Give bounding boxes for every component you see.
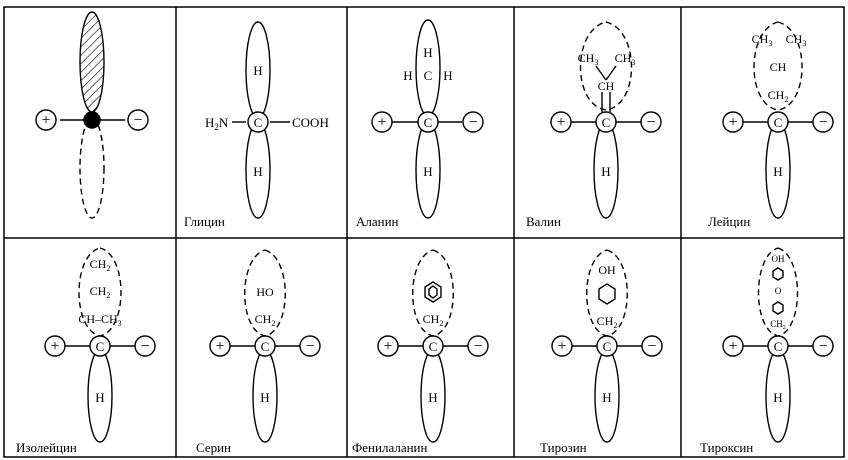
svg-text:+: + (728, 338, 737, 355)
svg-text:+: + (728, 114, 737, 131)
svg-text:H: H (773, 390, 782, 405)
label-leucine: Лейцин (708, 214, 751, 229)
svg-text:+: + (556, 114, 565, 131)
svg-text:H2N: H2N (205, 115, 229, 132)
legend-cell (35, 11, 149, 219)
svg-text:H: H (403, 68, 412, 83)
svg-text:C: C (424, 68, 433, 83)
svg-text:−: − (473, 338, 482, 355)
svg-text:+: + (50, 338, 59, 355)
svg-text:H: H (423, 45, 432, 60)
svg-text:H: H (260, 390, 269, 405)
svg-text:CH3: CH3 (578, 51, 599, 67)
svg-text:H: H (423, 164, 432, 179)
svg-text:H: H (443, 68, 452, 83)
isoleucine-text: CH2 CH2 CH–CH3 C H + − (50, 257, 149, 405)
svg-text:CH–CH3: CH–CH3 (78, 312, 121, 328)
svg-text:OH: OH (598, 263, 616, 277)
thyroxine-text: OH O CH2 C H + − (728, 254, 827, 405)
leucine-text: CH3 CH3 CH CH2 C H + − (728, 32, 827, 179)
leucine-structure (722, 21, 834, 219)
svg-text:CH3: CH3 (786, 32, 807, 48)
svg-text:CH: CH (598, 79, 615, 93)
alanine-text: H C H H C H + − (377, 45, 477, 179)
svg-text:CH2: CH2 (423, 312, 444, 328)
svg-text:HO: HO (256, 285, 274, 299)
glycine-text: H H C H2N COOH (205, 63, 329, 179)
svg-text:CH3: CH3 (752, 32, 773, 48)
svg-text:CH2: CH2 (90, 257, 111, 273)
svg-text:−: − (468, 114, 477, 131)
svg-text:+: + (557, 338, 566, 355)
label-thyroxine: Тироксин (700, 440, 754, 455)
svg-text:C: C (774, 115, 783, 130)
svg-text:CH2: CH2 (597, 314, 618, 330)
svg-text:H: H (95, 390, 104, 405)
serine-structure (209, 249, 321, 443)
label-glycine: Глицин (184, 214, 225, 229)
svg-text:C: C (603, 339, 612, 354)
svg-text:CH2: CH2 (768, 88, 789, 104)
svg-text:C: C (254, 115, 263, 130)
svg-text:H: H (601, 164, 610, 179)
thyroxine-structure (722, 247, 834, 443)
grid-lines (3, 6, 845, 458)
label-isoleucine: Изолейцин (16, 440, 77, 455)
svg-text:CH2: CH2 (770, 319, 786, 331)
label-serine: Серин (196, 440, 232, 455)
svg-text:+: + (377, 114, 386, 131)
svg-text:−: − (818, 338, 827, 355)
svg-text:+: + (383, 338, 392, 355)
svg-text:C: C (261, 339, 270, 354)
valine-structure (550, 21, 662, 219)
svg-text:−: − (140, 338, 149, 355)
svg-text:H: H (253, 63, 262, 78)
valine-text: CH3 CH3 CH C H + − (556, 51, 655, 179)
phenylalanine-text: CH2 C H + − (383, 312, 482, 405)
plus-sign: + (41, 112, 50, 129)
svg-text:CH2: CH2 (255, 312, 276, 328)
isoleucine-structure (44, 247, 156, 443)
svg-text:H: H (253, 164, 262, 179)
svg-text:−: − (818, 114, 827, 131)
svg-text:−: − (646, 114, 655, 131)
svg-text:H: H (773, 164, 782, 179)
tyrosine-structure (551, 249, 663, 443)
svg-text:−: − (305, 338, 314, 355)
svg-text:C: C (602, 115, 611, 130)
label-tyrosine: Тирозин (540, 440, 587, 455)
svg-text:C: C (429, 339, 438, 354)
legend-signs: + − (41, 112, 142, 129)
phenylalanine-structure (377, 249, 489, 443)
minus-sign: − (133, 112, 142, 129)
label-phenylalanine: Фенилаланин (352, 440, 428, 455)
alanine-structure (371, 19, 484, 219)
svg-text:CH2: CH2 (90, 284, 111, 300)
svg-text:OH: OH (772, 254, 785, 264)
svg-text:O: O (775, 286, 782, 296)
svg-text:CH3: CH3 (615, 51, 636, 67)
svg-text:H: H (428, 390, 437, 405)
svg-text:C: C (96, 339, 105, 354)
serine-text: HO CH2 C H + − (215, 285, 314, 405)
label-alanine: Аланин (356, 214, 399, 229)
svg-text:+: + (215, 338, 224, 355)
svg-text:COOH: COOH (292, 115, 329, 130)
glycine-structure (232, 21, 290, 219)
svg-text:C: C (424, 115, 433, 130)
svg-text:CH: CH (770, 60, 787, 74)
tyrosine-text: OH CH2 C H + − (557, 263, 656, 405)
svg-text:−: − (647, 338, 656, 355)
label-valine: Валин (526, 214, 561, 229)
svg-text:H: H (602, 390, 611, 405)
svg-text:C: C (774, 339, 783, 354)
